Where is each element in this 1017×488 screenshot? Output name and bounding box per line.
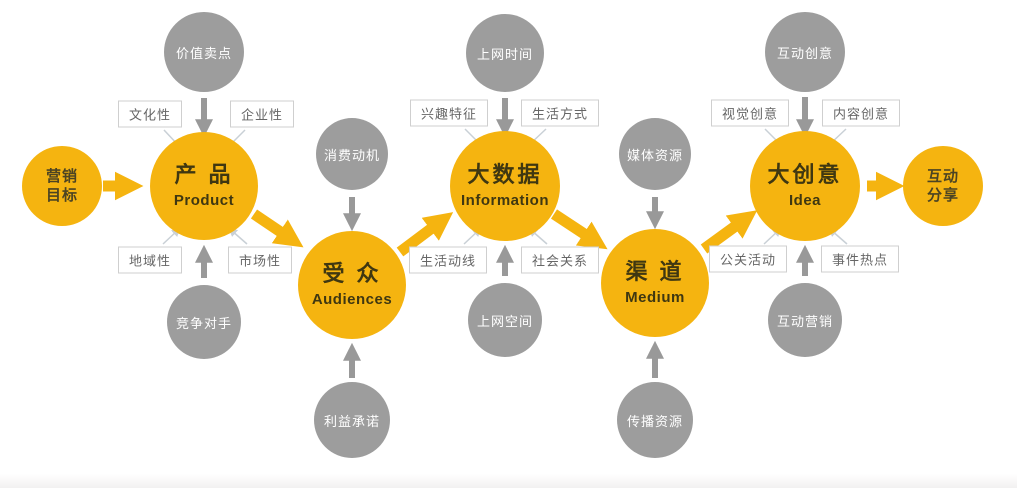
audiences-node: 受 众 Audiences <box>298 231 406 339</box>
factor-value-points: 价值卖点 <box>164 12 244 92</box>
tag-event-hotspots: 事件热点 <box>820 245 900 273</box>
end-node-label: 互动 分享 <box>926 167 959 205</box>
product-node: 产 品 Product <box>150 132 258 240</box>
factor-competitors: 竞争对手 <box>167 285 241 359</box>
tag-market: 市场性 <box>227 246 293 274</box>
bottom-edge-shade <box>0 474 1017 488</box>
factor-online-space: 上网空间 <box>468 283 542 357</box>
arrow-product-to-audiences <box>250 209 304 248</box>
tag-enterprise: 企业性 <box>229 100 295 128</box>
factor-media-resources: 媒体资源 <box>619 118 691 190</box>
tag-culture: 文化性 <box>117 100 183 128</box>
information-label-en: Information <box>461 191 549 209</box>
tag-content-creativity: 内容创意 <box>821 99 901 127</box>
factor-communication-resources: 传播资源 <box>617 382 693 458</box>
product-label-zh: 产 品 <box>174 162 234 188</box>
tag-life-route: 生活动线 <box>408 246 488 274</box>
idea-label-zh: 大创意 <box>767 162 843 188</box>
factor-online-time: 上网时间 <box>466 14 544 92</box>
factor-benefit-promise: 利益承诺 <box>314 382 390 458</box>
idea-label-en: Idea <box>788 191 821 209</box>
information-label-zh: 大数据 <box>467 162 543 188</box>
factor-interactive-marketing: 互动营销 <box>768 283 842 357</box>
arrow-information-to-medium <box>550 209 608 250</box>
audiences-label-zh: 受 众 <box>322 261 382 287</box>
start-node-label: 营销 目标 <box>45 167 78 205</box>
product-label-en: Product <box>173 191 235 209</box>
medium-node: 渠 道 Medium <box>601 229 709 337</box>
tag-visual-creativity: 视觉创意 <box>710 99 790 127</box>
idea-node: 大创意 Idea <box>750 131 860 241</box>
medium-label-en: Medium <box>625 288 685 306</box>
factor-consumption-motivation: 消费动机 <box>316 118 388 190</box>
tag-social-relations: 社会关系 <box>520 246 600 274</box>
tag-region: 地域性 <box>117 246 183 274</box>
audiences-label-en: Audiences <box>311 290 393 308</box>
tag-pr-activities: 公关活动 <box>708 245 788 273</box>
information-node: 大数据 Information <box>450 131 560 241</box>
start-node-marketing-goal: 营销 目标 <box>22 146 102 226</box>
end-node-interactive-sharing: 互动 分享 <box>903 146 983 226</box>
factor-interactive-creativity: 互动创意 <box>765 12 845 92</box>
arrow-market-to-product <box>228 227 248 245</box>
arrow-medium-to-idea <box>700 210 758 254</box>
tag-interest-features: 兴趣特征 <box>409 99 489 127</box>
tag-lifestyle: 生活方式 <box>520 99 600 127</box>
medium-label-zh: 渠 道 <box>625 259 685 285</box>
